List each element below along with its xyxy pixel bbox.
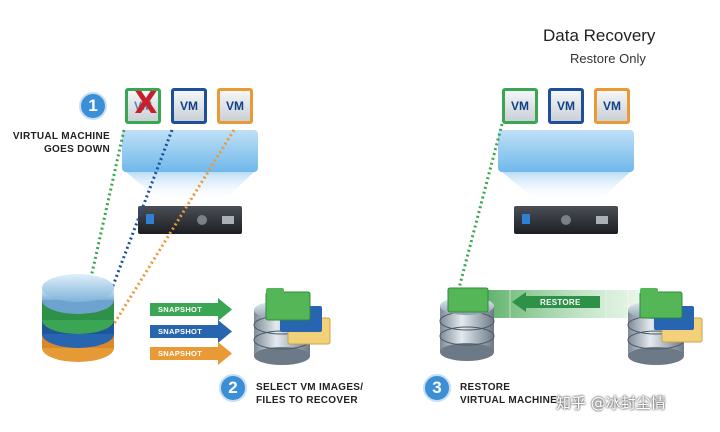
vm-label: VM	[557, 99, 575, 113]
snapshot-arrow-blue	[150, 320, 232, 343]
step-1-label-line2: GOES DOWN	[43, 144, 110, 155]
datastore-main	[42, 274, 114, 362]
vm-label: VM	[180, 99, 198, 113]
step-1-label: VIRTUAL MACHINE GOES DOWN	[10, 130, 110, 156]
step-circle-1	[79, 92, 107, 120]
step-number-2: 2	[228, 378, 238, 397]
vm-box-green-right: VM	[502, 88, 538, 124]
vm-host-band-left	[122, 130, 258, 172]
page-title: Data Recovery	[543, 26, 656, 45]
step-3-label: RESTORE VIRTUAL MACHINE	[460, 381, 557, 407]
folder-stack-middle	[265, 288, 331, 345]
step-3-label-line2: VIRTUAL MACHINE	[460, 395, 558, 406]
restored-folder	[447, 287, 489, 313]
vm-label: VM	[511, 99, 529, 113]
link-green-left	[84, 129, 126, 301]
step-1-label-line1: VIRTUAL MACHINE	[12, 131, 110, 142]
restore-arrow	[512, 292, 600, 312]
vm-host-band-right	[498, 130, 634, 172]
link-green-right	[456, 123, 504, 293]
restore-label: RESTORE	[540, 298, 581, 307]
step-2-label-line1: SELECT VM IMAGES/	[256, 382, 364, 393]
step-number-1: 1	[88, 96, 98, 115]
vm-box-orange-right: VM	[594, 88, 630, 124]
page-subtitle: Restore Only	[570, 51, 646, 66]
vm-label: VM	[134, 99, 152, 113]
link-orange-left	[102, 129, 236, 341]
vm-label: VM	[603, 99, 621, 113]
step-circle-2	[219, 374, 247, 402]
snapshot-label-orange: SNAPSHOT	[158, 349, 203, 358]
vm-label: VM	[226, 99, 244, 113]
link-blue-left	[98, 129, 174, 321]
folder-stack-right	[639, 288, 703, 343]
vm-box-blue-left: VM	[171, 88, 207, 124]
snapshot-arrow-orange	[150, 342, 232, 365]
step-3-label-line1: RESTORE	[460, 382, 511, 393]
watermark-text: 知乎 @冰封尘情	[556, 394, 666, 412]
snapshot-arrow-green	[150, 298, 232, 321]
failed-x-icon: X	[134, 85, 158, 121]
step-number-3: 3	[432, 378, 442, 397]
step-2-label: SELECT VM IMAGES/ FILES TO RECOVER	[256, 381, 363, 407]
beam-left	[126, 172, 254, 202]
step-2-label-line2: FILES TO RECOVER	[256, 395, 358, 406]
vm-box-orange-left: VM	[217, 88, 253, 124]
snapshot-label-green: SNAPSHOT	[158, 305, 203, 314]
server-left	[138, 206, 242, 234]
vm-box-failed: VM	[125, 88, 161, 124]
server-right	[514, 206, 618, 234]
beam-right	[502, 172, 630, 202]
snapshot-label-blue: SNAPSHOT	[158, 327, 203, 336]
vm-box-blue-right: VM	[548, 88, 584, 124]
step-circle-3	[423, 374, 451, 402]
